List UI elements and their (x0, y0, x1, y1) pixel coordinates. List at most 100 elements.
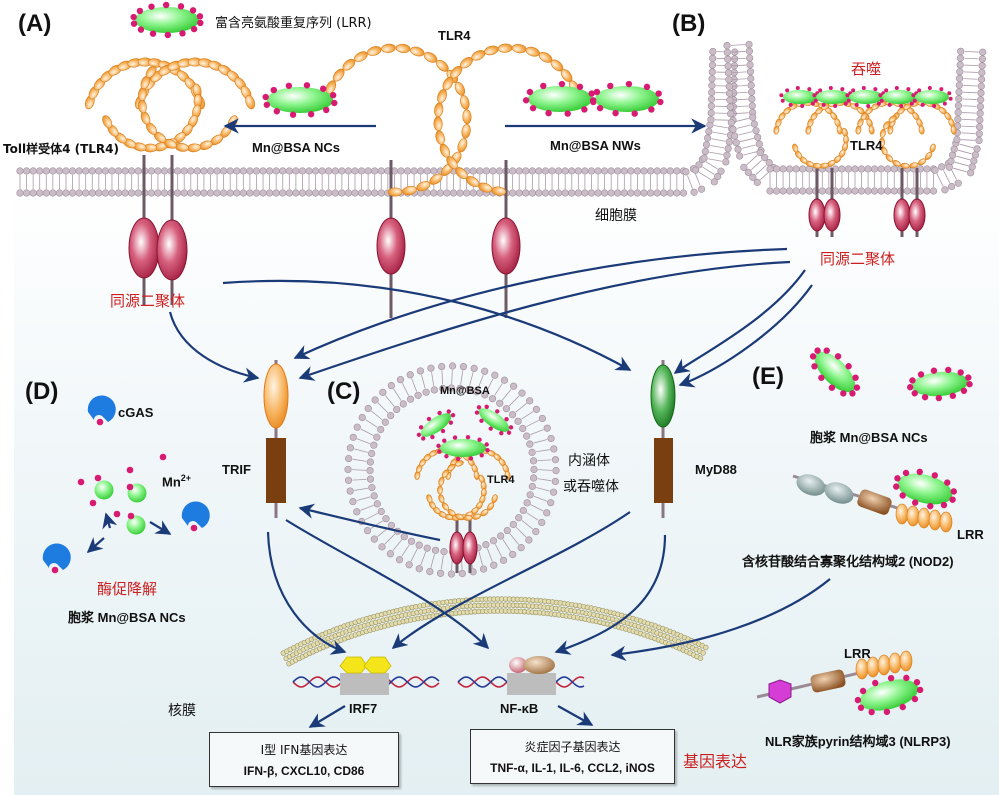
lipid-head (954, 108, 962, 116)
mn-dot (950, 488, 957, 495)
lipid-head (88, 189, 96, 197)
lipid-head (976, 102, 985, 111)
mn-dot (911, 93, 916, 98)
nlrp3-nacht-domain (810, 669, 846, 693)
lipid-head (503, 526, 511, 535)
mn-dot (966, 381, 973, 388)
lipid-head (377, 507, 385, 516)
lipid-head (68, 167, 77, 175)
mn-dot (884, 88, 889, 93)
lipid-head (272, 189, 280, 197)
lipid-tail (526, 419, 539, 428)
nod2-nod-domain (857, 489, 892, 515)
lipid-head (714, 172, 722, 181)
lrr-horseshoe-center-right (433, 43, 580, 196)
lipid-head (725, 89, 734, 97)
lrr-bead (924, 151, 933, 160)
myd88-adaptor-body (654, 438, 673, 503)
lipid-head (351, 189, 359, 197)
mn-dot (545, 109, 552, 117)
mn-dot (779, 93, 784, 98)
lipid-tail (731, 51, 746, 53)
tlr4-c-left-tir-domain (449, 531, 465, 565)
lipid-tail (370, 520, 383, 529)
mn-bsa-nc-cytoplasm-e2 (906, 366, 973, 402)
nod2-card-1 (796, 474, 826, 496)
mn-dot (887, 675, 895, 682)
lipid-head (515, 189, 523, 197)
mn-dot (130, 20, 138, 27)
mn-dot (526, 88, 534, 96)
lipid-head (246, 167, 254, 175)
lipid-head (406, 371, 414, 379)
lipid-head (976, 116, 984, 124)
nod2-label: 含核苷酸结合寡聚化结构域2 (NOD2) (742, 554, 954, 569)
lipid-head (653, 167, 661, 175)
lipid-head (469, 189, 477, 197)
lipid-head (682, 168, 690, 176)
lipid-head (373, 433, 381, 441)
lipid-head (726, 96, 734, 104)
lipid-head (430, 167, 438, 175)
lipid-head (414, 391, 422, 399)
lipid-tail (451, 369, 453, 385)
mn-ion-bound (190, 524, 198, 532)
lipid-head (160, 167, 169, 175)
lipid-head (666, 167, 674, 175)
mn-dot (149, 30, 157, 37)
mn-dot (465, 435, 471, 440)
arrow-dimer-b-to-myd88-1 (673, 269, 806, 374)
lipid-head (292, 167, 300, 175)
lipid-head (541, 189, 550, 197)
lipid-head (305, 189, 313, 197)
tlr4-center-left-tir-domain (376, 217, 406, 275)
lrr-label: 富含亮氨酸重复序列 (LRR) (215, 16, 372, 31)
mn-dot (849, 390, 856, 397)
lipid-head (614, 189, 622, 197)
lipid-head (956, 61, 964, 69)
lipid-head (857, 187, 866, 195)
lipid-head (955, 95, 963, 103)
lipid-tail (962, 98, 977, 100)
lipid-tail (711, 138, 726, 142)
mn-bsa-nws-label: Mn@BSA NWs (550, 138, 641, 153)
lipid-head (779, 187, 787, 195)
arrow-myd88-to-nfkb (554, 534, 667, 655)
lipid-head (543, 424, 551, 432)
mn-dot (648, 106, 655, 113)
mn-dot (931, 472, 939, 479)
lrr-bead (463, 515, 473, 521)
lipid-head (36, 167, 44, 175)
lipid-head (646, 189, 655, 197)
lipid-tail (736, 124, 751, 129)
lrr-bead (435, 130, 445, 145)
phagocytosis-label: 吞噬 (851, 60, 882, 78)
lrr-bead (367, 46, 382, 56)
lrr-bead (454, 460, 464, 467)
lipid-head (844, 187, 853, 195)
lipid-head (114, 189, 123, 197)
mn-dot (861, 86, 866, 91)
lipid-head (22, 189, 31, 197)
nlrp3-lrr-bead (855, 658, 869, 680)
lipid-head (128, 189, 136, 197)
mn-dot (809, 353, 817, 360)
lipid-head (755, 140, 763, 148)
nuclear-lipid (697, 655, 704, 661)
mn-dot (262, 93, 269, 101)
mn-dot (965, 374, 972, 381)
lipid-head (517, 544, 525, 552)
lipid-tail (420, 551, 427, 566)
lipid-head (522, 189, 530, 197)
lipid-head (95, 167, 103, 175)
lrr-bead (892, 160, 901, 167)
lrr-bead (138, 99, 147, 114)
lipid-head (345, 454, 353, 463)
mn-dot (878, 93, 883, 98)
lipid-head (29, 189, 37, 197)
lipid-tail (953, 167, 967, 173)
lipid-head (368, 484, 376, 492)
lipid-head (489, 167, 497, 175)
lipid-tail (959, 143, 974, 149)
